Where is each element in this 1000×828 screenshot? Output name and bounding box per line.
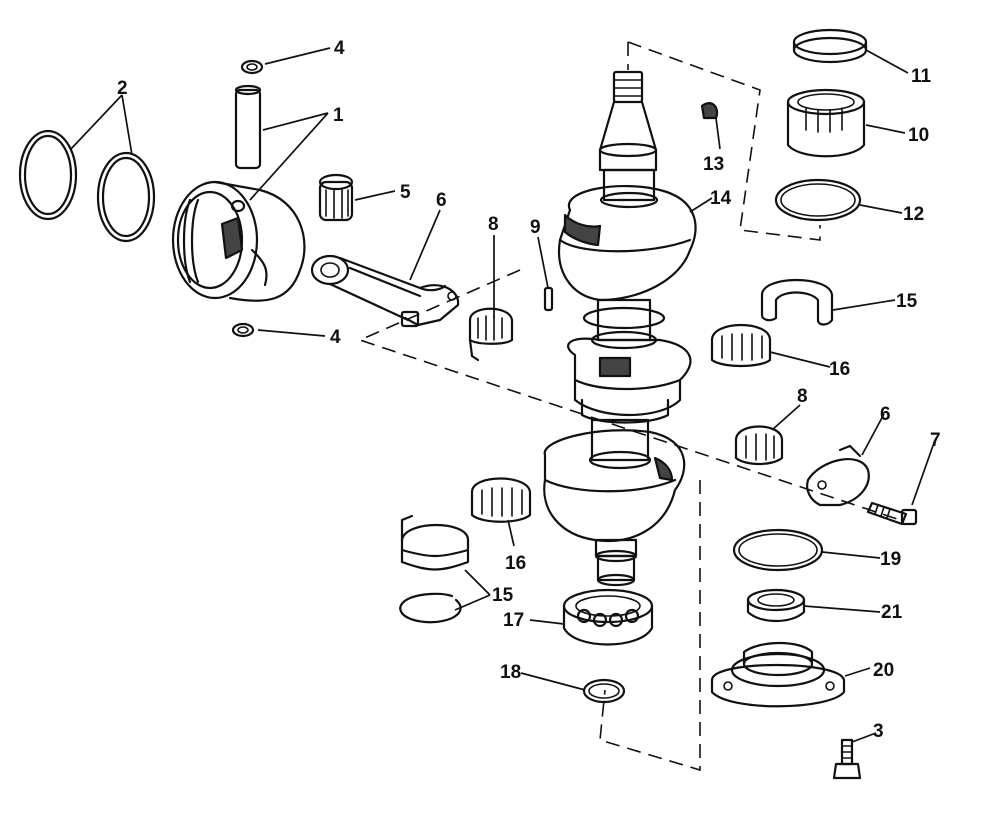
piston <box>171 180 306 302</box>
cap-screw <box>866 501 918 526</box>
bearing-housing <box>710 642 846 708</box>
piston-rings <box>18 129 156 243</box>
leader-lines <box>69 47 936 743</box>
callout-15-left: 15 <box>492 585 514 606</box>
callout-6-cap: 6 <box>880 404 891 425</box>
ball-bearing <box>562 588 654 646</box>
callout-19: 19 <box>880 549 901 570</box>
callout-14: 14 <box>710 188 732 209</box>
needle-cage-left <box>470 477 532 523</box>
pin-needle-bearing <box>318 173 354 222</box>
callout-18: 18 <box>500 662 521 683</box>
callout-10: 10 <box>908 125 929 146</box>
alignment-lines <box>357 41 901 772</box>
callout-1: 1 <box>333 105 344 126</box>
rod-needle-cage-upper <box>468 307 514 362</box>
piston-pin <box>234 84 262 170</box>
callout-3: 3 <box>873 721 884 742</box>
woodruff-key <box>700 102 719 120</box>
lower-o-ring <box>732 528 824 572</box>
callout-8-lower: 8 <box>797 386 808 407</box>
callout-20: 20 <box>873 660 894 681</box>
callout-9: 9 <box>530 217 541 238</box>
callout-4-bottom: 4 <box>330 327 341 348</box>
callout-15-right: 15 <box>896 291 918 312</box>
callout-5: 5 <box>400 182 411 203</box>
callout-7: 7 <box>930 430 941 451</box>
lower-seal <box>746 588 806 622</box>
upper-roller-bearing <box>786 88 866 158</box>
dowel-pin <box>543 286 554 312</box>
pin-retainer-clips <box>231 59 264 338</box>
callout-11: 11 <box>911 66 932 87</box>
callout-16-right: 16 <box>829 359 850 380</box>
callout-16-left: 16 <box>505 553 526 574</box>
bearing-sleeve-left <box>400 514 470 571</box>
callout-2: 2 <box>117 78 128 99</box>
callout-labels: 1 2 3 4 4 5 6 6 7 8 8 9 10 11 12 13 14 1… <box>117 38 941 742</box>
bearing-sleeve-right <box>760 279 834 326</box>
needle-cage-right <box>710 323 772 368</box>
callout-13: 13 <box>703 154 724 175</box>
snap-ring <box>582 678 626 704</box>
callout-21: 21 <box>881 602 903 623</box>
rod-cap <box>806 444 870 507</box>
callout-12: 12 <box>903 204 924 225</box>
callout-4-top: 4 <box>334 38 345 59</box>
callout-17: 17 <box>503 610 524 631</box>
upper-o-ring <box>774 178 862 222</box>
callout-8-upper: 8 <box>488 214 499 235</box>
connecting-rod <box>310 254 460 328</box>
crankshaft <box>543 70 697 587</box>
callout-6-rod: 6 <box>436 190 447 211</box>
rod-needle-cage-lower <box>734 425 784 466</box>
upper-seal <box>792 28 868 64</box>
retaining-ring-left <box>399 592 462 624</box>
housing-bolt <box>832 738 862 780</box>
